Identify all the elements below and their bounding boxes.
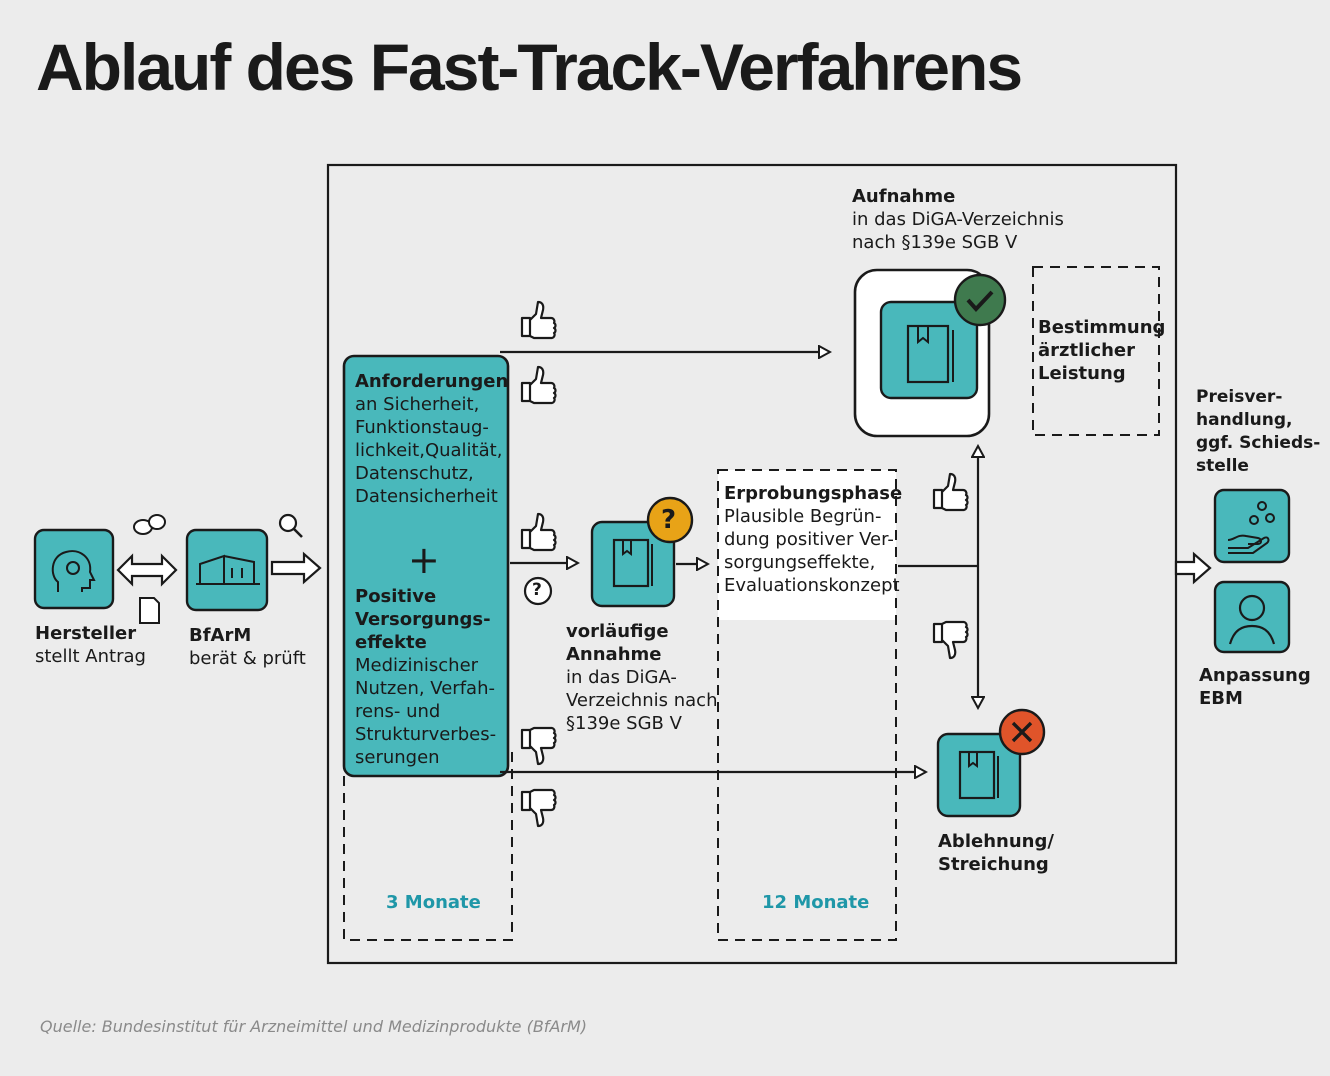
versorgung-text: Positive Versorgungs- effekte Medizinisc… [355,585,496,769]
preis-line: stelle [1196,456,1249,476]
book-icon [936,732,1022,818]
anforderungen-heading: Anforderungen [355,371,509,392]
erprobung-line: Plausible Begrün- [724,506,882,527]
vorlaeufig-line: §139e SGB V [566,713,682,734]
hersteller-name: Hersteller [35,623,137,644]
erprobung-heading: Erprobungsphase [724,483,903,504]
question-mark: ? [532,580,542,600]
versorgung-line: Strukturverbes- [355,724,497,745]
ablehnung-line: Ablehnung/ [938,831,1054,852]
thumbs-up-icon [520,300,557,340]
ebm-label: Anpassung EBM [1199,664,1311,710]
hand-coins-icon [1213,488,1291,564]
versorgung-line: Medizinischer [355,655,479,676]
source-note: Quelle: Bundesinstitut für Arzneimittel … [40,1017,588,1036]
question-circle-icon [523,576,553,606]
arrow-to-process [270,551,322,585]
anforderungen-line: lichkeit,Qualität, [355,440,503,461]
ablehnung-line: Streichung [938,854,1049,875]
anforderungen-box [342,354,510,778]
anforderungen-text: Anforderungen an Sicherheit, Funktionsta… [355,370,508,508]
arrow-out [1174,551,1212,585]
versorgung-line: rens- und [355,701,441,722]
bfarm-label: BfArM berät & prüft [189,624,306,670]
hersteller-action: stellt Antrag [35,646,146,667]
erprobung-line: Evaluationskonzept [724,575,900,596]
preis-line: handlung, [1196,410,1293,430]
erprobung-line: sorgungseffekte, [724,552,876,573]
aufnahme-label: Aufnahme in das DiGA-Verzeichnis nach §1… [852,185,1064,254]
vorlaeufig-line: Verzeichnis nach [566,690,718,711]
checkmark-badge-icon [953,273,1007,327]
versorgung-heading: effekte [355,632,427,653]
versorgung-heading: Positive [355,586,437,607]
versorgung-line: Nutzen, Verfah- [355,678,495,699]
versorgung-heading: Versorgungs- [355,609,491,630]
book-icon [590,520,676,608]
phase1-duration: 3 Monate [386,892,481,913]
bestimmung-label: Bestimmung ärztlicher Leistung [1038,316,1165,385]
aufnahme-heading: Aufnahme [852,186,956,207]
double-arrow [116,553,178,587]
chat-bubbles-icon [133,514,166,535]
magnifier-icon [278,513,303,538]
bestimmung-line: Bestimmung [1038,317,1166,338]
anforderungen-line: an Sicherheit, [355,394,480,415]
building-icon [185,528,269,612]
thumbs-down-icon [932,620,969,660]
bestimmung-dashed-box [1032,266,1160,436]
thumbs-up-icon [520,512,557,552]
phase2-duration: 12 Monate [762,892,870,913]
anforderungen-line: Datenschutz, [355,463,474,484]
thumbs-down-icon [520,788,557,828]
vorlaeufig-heading: Annahme [566,644,662,665]
vorlaeufig-line: in das DiGA- [566,667,677,688]
page-title: Ablauf des Fast-Track-Verfahrens [36,30,1023,104]
aufnahme-line: in das DiGA-Verzeichnis [852,209,1064,230]
bfarm-action: berät & prüft [189,648,306,669]
question-badge-icon [646,496,694,544]
ablehnung-label: Ablehnung/ Streichung [938,830,1054,876]
cross-badge-icon [998,708,1046,756]
bestimmung-line: Leistung [1038,363,1126,384]
vorlaeufig-heading: vorläufige [566,621,669,642]
preis-line: Preisver- [1196,387,1283,407]
document-icon [139,597,160,624]
hersteller-label: Hersteller stellt Antrag [35,622,146,668]
preis-label: Preisver- handlung, ggf. Schieds- stelle [1196,386,1320,478]
person-icon [1213,580,1291,654]
phase1-dashed-box [343,749,513,941]
book-icon [853,268,991,438]
bfarm-name: BfArM [189,625,252,646]
versorgung-line: serungen [355,747,440,768]
plus-sign: + [408,538,440,582]
anforderungen-line: Funktionstaug- [355,417,489,438]
aufnahme-line: nach §139e SGB V [852,232,1018,253]
preis-line: ggf. Schieds- [1196,433,1321,453]
question-badge-mark: ? [661,505,677,535]
erprobung-line: dung positiver Ver- [724,529,894,550]
head-gear-icon [33,528,115,610]
anforderungen-line: Datensicherheit [355,486,498,507]
bestimmung-line: ärztlicher [1038,340,1136,361]
vorlaeufig-label: vorläufige Annahme in das DiGA- Verzeich… [566,620,717,735]
ebm-line: EBM [1199,688,1243,709]
ebm-line: Anpassung [1199,665,1311,686]
thumbs-up-icon [520,365,557,405]
thumbs-down-icon [520,726,557,766]
thumbs-up-icon [932,472,969,512]
erprobung-label: Erprobungsphase Plausible Begrün- dung p… [724,482,902,597]
